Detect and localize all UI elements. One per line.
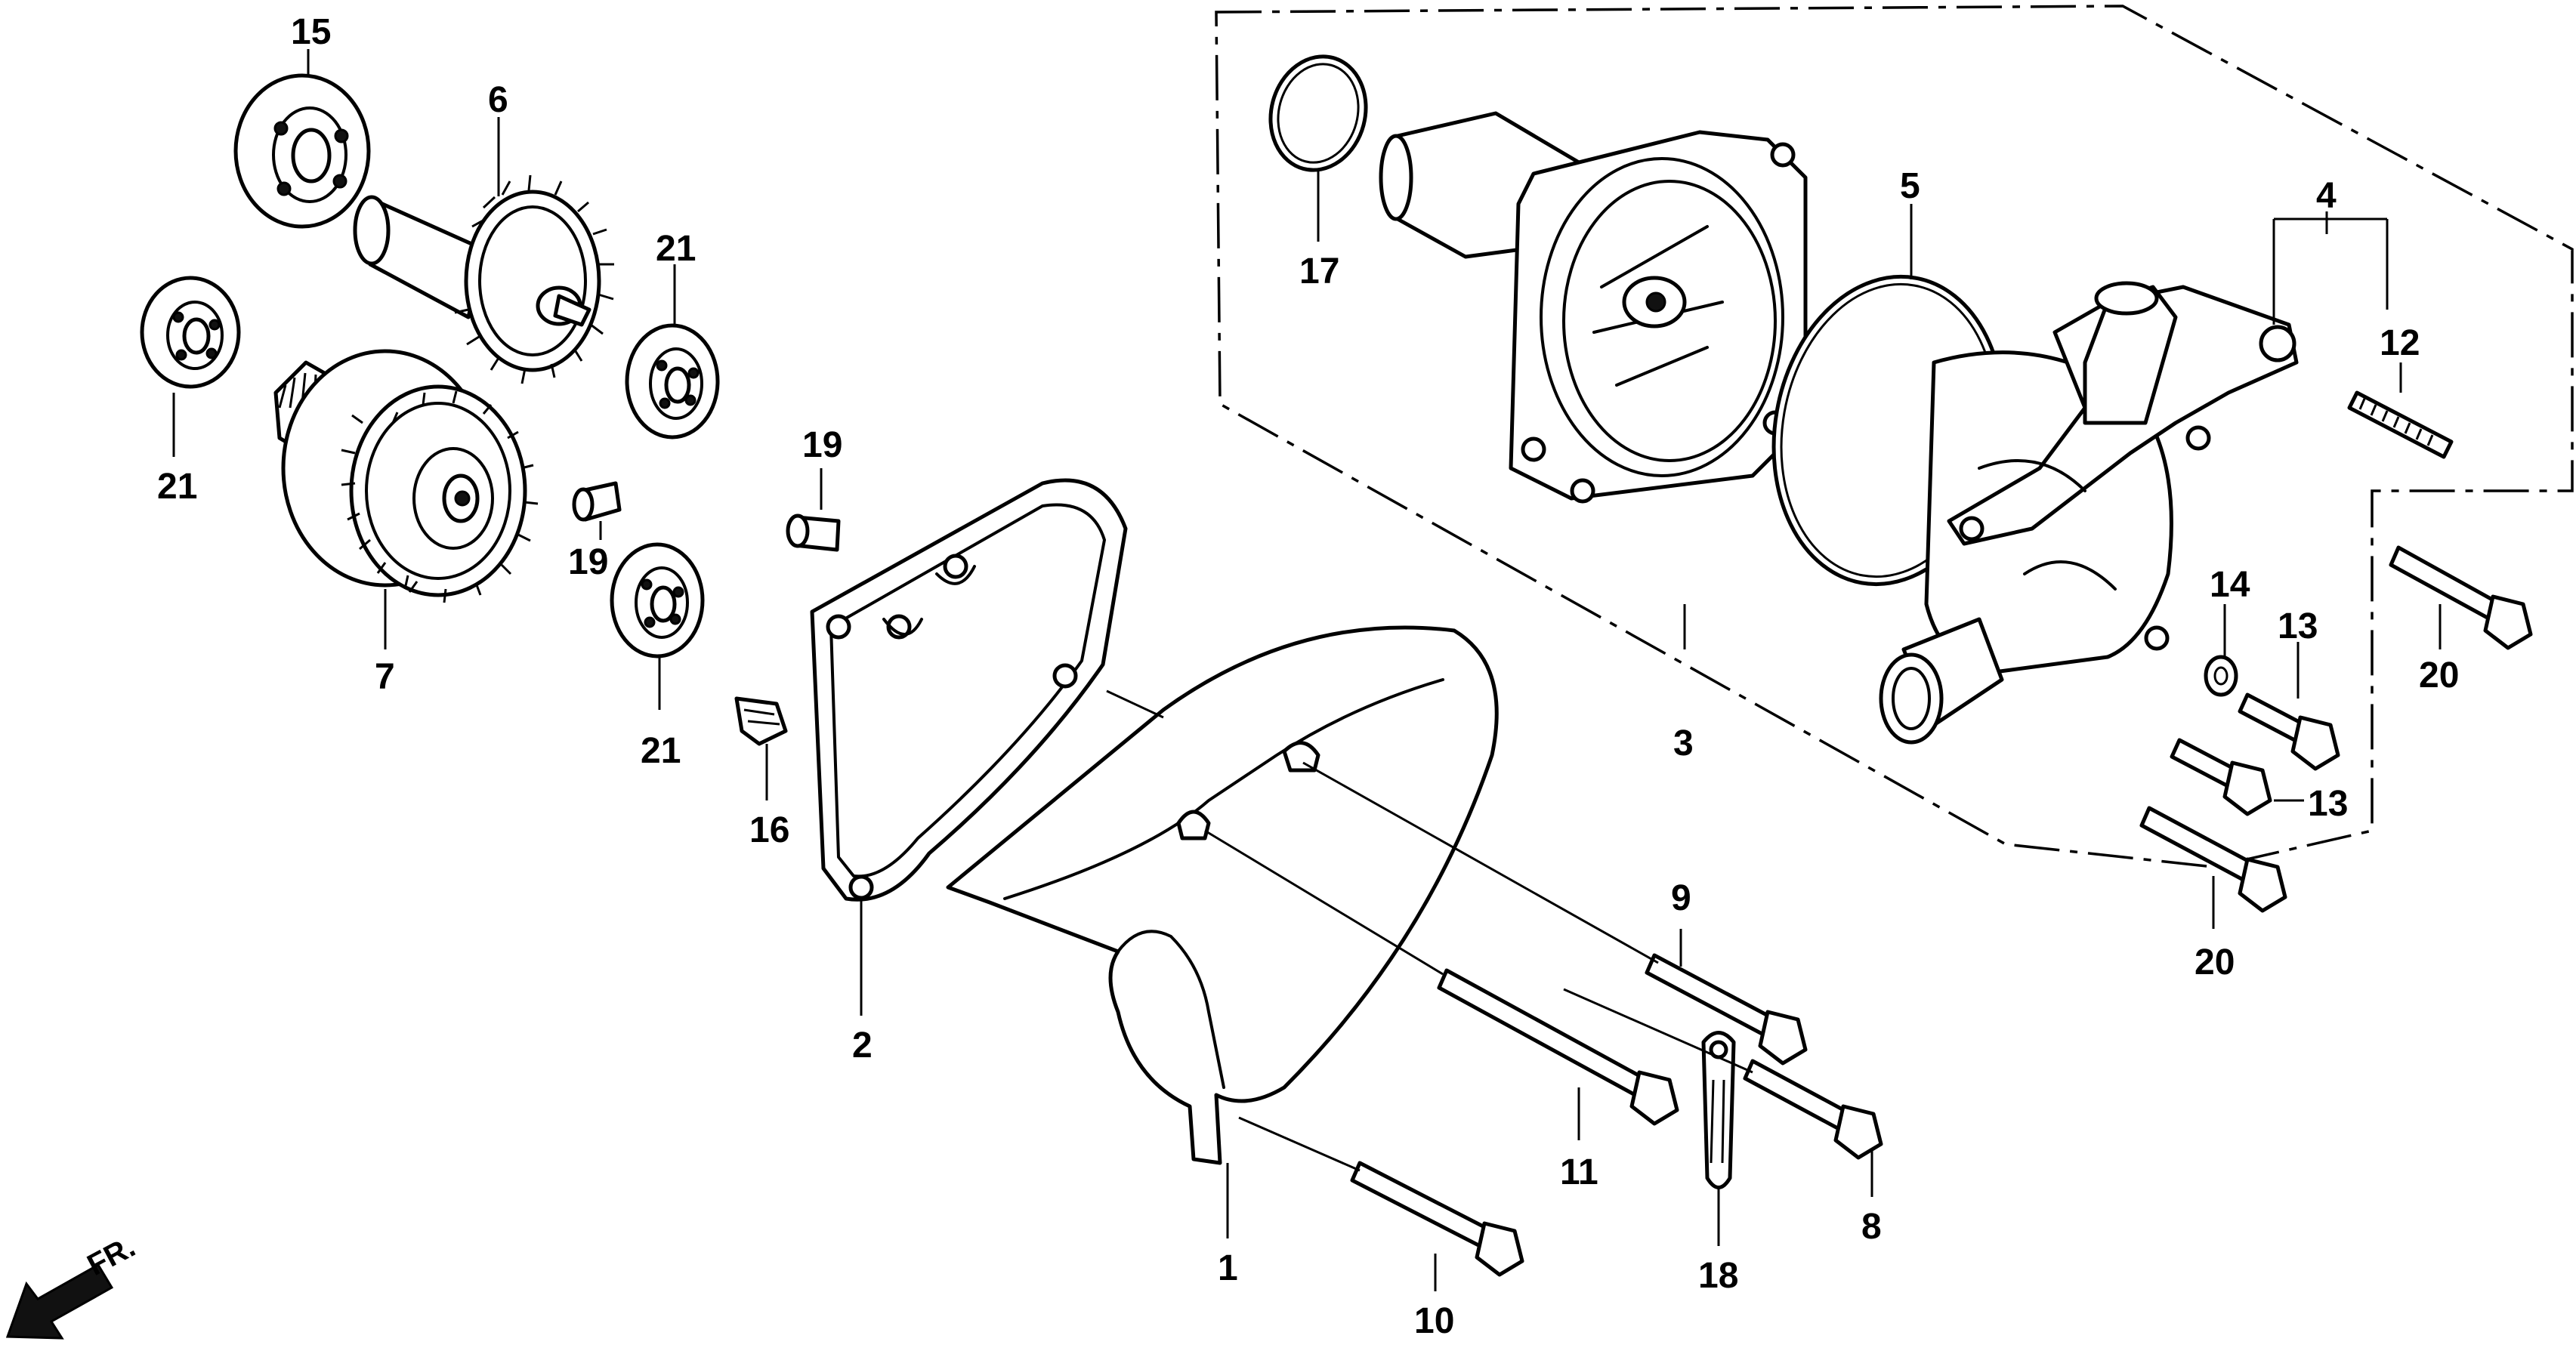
part-6-gear-shaft [353,174,614,384]
callout-13-lower: 13 [2308,784,2348,824]
callout-8: 8 [1861,1207,1882,1247]
callout-21-upper: 21 [656,229,696,269]
callout-13-upper: 13 [2278,606,2318,646]
leader-lines [172,49,2442,1291]
callout-5: 5 [1900,166,1920,206]
callout-2: 2 [852,1026,873,1066]
callout-3: 3 [1673,723,1694,763]
part-2-gasket [810,478,1128,902]
callout-21-lower: 21 [641,731,681,771]
part-7-clutch-gear [273,349,539,603]
part-19-dowel-pin-right [786,514,841,552]
callout-18: 18 [1698,1256,1738,1296]
part-17-o-ring [1268,54,1368,172]
assembly-boundary [1215,5,2574,868]
part-4-pump-body [1879,281,2299,745]
callout-4: 4 [2316,176,2337,216]
part-21-bearing-upper [625,323,720,440]
part-18-clamp [1701,1031,1736,1189]
callout-21-left: 21 [157,467,197,507]
front-direction-marker: FR. [5,1230,141,1340]
part-21-bearing-lower [610,542,705,658]
part-9-bolt [1645,953,1808,1066]
part-19-dowel-pin-left [572,481,622,522]
callout-labels: 15 6 21 21 7 19 19 21 16 2 1 10 11 18 8 … [157,12,2459,1341]
callout-20-upper: 20 [2419,655,2459,696]
pump-impeller-housing [1379,111,1808,504]
callout-14: 14 [2210,565,2250,605]
callout-19-left: 19 [568,542,608,582]
part-20-bolt-upper [2389,545,2533,650]
callout-19-right: 19 [802,425,842,465]
callout-12: 12 [2380,323,2420,363]
front-arrow-icon [5,1263,114,1340]
callout-9: 9 [1671,878,1691,918]
callout-1: 1 [1218,1248,1238,1288]
callout-7: 7 [375,657,395,697]
part-10-bolt [1350,1161,1524,1277]
part-13-bolt-lower [2170,738,2272,816]
part-8-bolt [1743,1059,1883,1160]
part-13-bolt-upper [2238,692,2340,771]
callout-6: 6 [488,80,508,120]
callout-20-lower: 20 [2195,942,2235,982]
callout-16: 16 [749,810,789,850]
part-21-bearing-left [140,276,241,389]
part-16-cap [734,696,788,746]
part-12-stud-bolt [2347,390,2454,459]
part-15-bearing [233,73,371,229]
part-11-bolt [1437,968,1679,1126]
callout-10: 10 [1414,1301,1454,1341]
part-1-cover [946,625,1499,1165]
callout-11: 11 [1560,1152,1598,1192]
part-14-washer [2204,655,2238,697]
callout-17: 17 [1299,251,1339,291]
part-20-bolt-lower [2139,806,2287,913]
callout-15: 15 [291,12,331,52]
